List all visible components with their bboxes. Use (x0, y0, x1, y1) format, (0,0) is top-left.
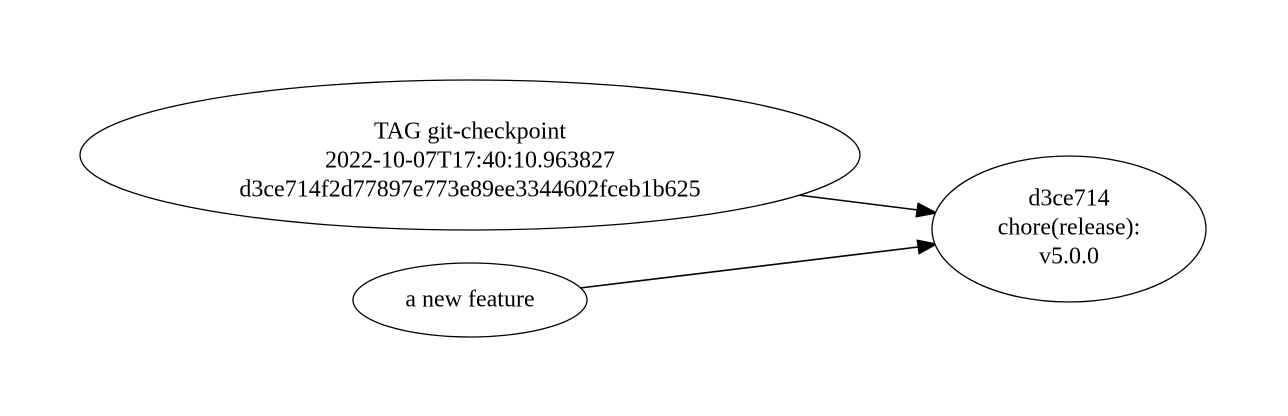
edge-tag-to-commit (797, 194, 939, 218)
node-commit-d3ce714[interactable]: d3ce714 chore(release): v5.0.0 (931, 155, 1207, 303)
node-a-new-feature[interactable]: a new feature (352, 262, 588, 338)
arrowhead-icon (916, 239, 939, 255)
edge-line (797, 194, 919, 211)
node-ellipse (79, 79, 861, 231)
node-ellipse (931, 155, 1207, 303)
node-label-line: TAG git-checkpoint (374, 119, 566, 145)
node-label-line: v5.0.0 (1039, 244, 1099, 270)
node-ellipse (352, 262, 588, 338)
node-label-line: d3ce714f2d77897e773e89ee3344602fceb1b625 (239, 177, 700, 203)
node-label-line: chore(release): (998, 215, 1141, 241)
node-label-line: 2022-10-07T17:40:10.963827 (325, 148, 615, 174)
node-label-line: a new feature (405, 287, 534, 313)
node-tag-git-checkpoint[interactable]: TAG git-checkpoint 2022-10-07T17:40:10.9… (79, 79, 861, 231)
node-label-line: d3ce714 (1028, 186, 1109, 212)
edge-line (579, 246, 919, 289)
arrowhead-icon (915, 202, 939, 218)
edge-feature-to-commit (579, 239, 939, 289)
